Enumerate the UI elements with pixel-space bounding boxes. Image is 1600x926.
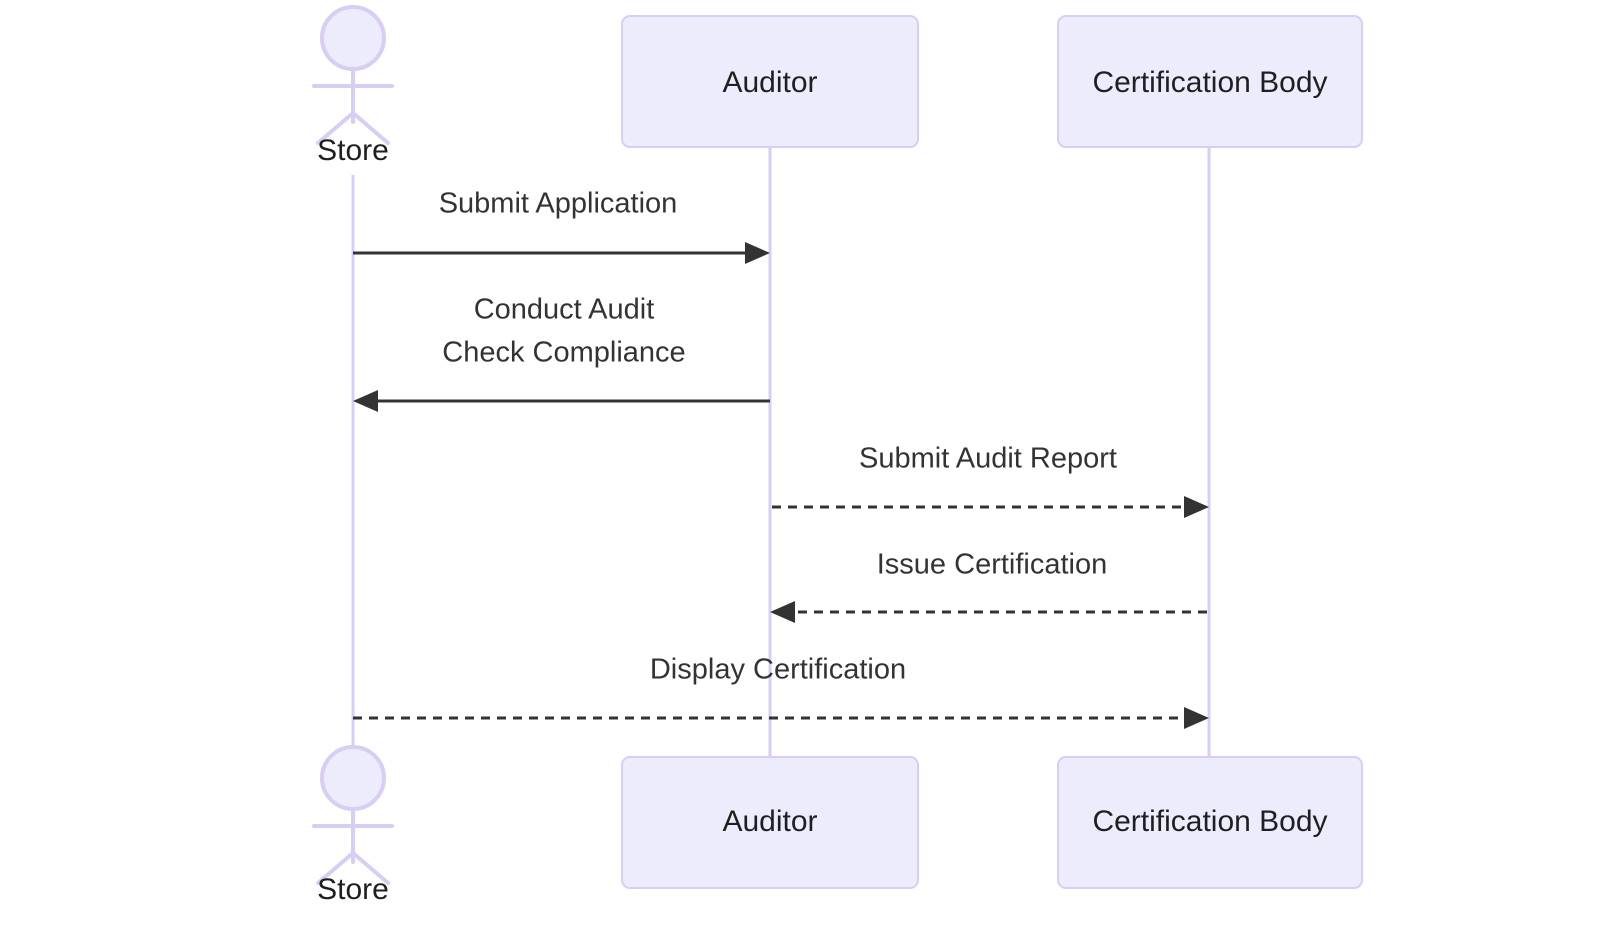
- message-label-conduct-audit-line2: Check Compliance: [442, 337, 685, 369]
- message-arrowhead-submit-audit-report: [1184, 496, 1209, 518]
- message-label-issue-certification: Issue Certification: [877, 549, 1108, 581]
- participant-certification-body-top[interactable]: Certification Body: [1057, 15, 1363, 148]
- actor-head-icon: [320, 5, 386, 71]
- participant-auditor-bottom[interactable]: Auditor: [621, 756, 919, 889]
- participant-box-certification-body-bottom: [1057, 756, 1363, 889]
- message-arrowhead-display-certification: [1184, 707, 1209, 729]
- actor-legs-icon-bottom: [316, 851, 390, 885]
- actor-head-icon-bottom: [320, 745, 386, 811]
- message-arrowhead-issue-certification: [770, 601, 795, 623]
- message-conduct-audit[interactable]: Conduct Audit Check Compliance: [353, 294, 770, 412]
- participant-box-certification-body-top: [1057, 15, 1363, 148]
- participant-store-top[interactable]: Store: [312, 5, 394, 167]
- lifelines-group: [351, 147, 1211, 757]
- participant-box-auditor-top: [621, 15, 919, 148]
- message-label-submit-application: Submit Application: [439, 188, 678, 220]
- participant-box-auditor-bottom: [621, 756, 919, 889]
- participant-label-auditor-top: Auditor: [722, 66, 817, 99]
- participant-certification-body-bottom[interactable]: Certification Body: [1057, 756, 1363, 889]
- participant-label-store-bottom: Store: [317, 873, 389, 906]
- message-label-conduct-audit-line1: Conduct Audit: [474, 294, 655, 326]
- participant-store-bottom[interactable]: Store: [312, 745, 394, 906]
- message-arrowhead-conduct-audit: [353, 390, 378, 412]
- message-label-submit-audit-report: Submit Audit Report: [859, 443, 1117, 475]
- message-label-display-certification: Display Certification: [650, 654, 906, 686]
- message-issue-certification[interactable]: Issue Certification: [770, 549, 1207, 623]
- participant-label-store-top: Store: [317, 134, 389, 167]
- message-display-certification[interactable]: Display Certification: [353, 654, 1209, 729]
- actor-legs-icon: [316, 111, 390, 145]
- message-submit-audit-report[interactable]: Submit Audit Report: [772, 443, 1209, 518]
- message-submit-application[interactable]: Submit Application: [353, 188, 770, 264]
- participant-label-certification-body-top: Certification Body: [1092, 66, 1327, 99]
- message-arrowhead-submit-application: [745, 242, 770, 264]
- participant-auditor-top[interactable]: Auditor: [621, 15, 919, 148]
- participant-label-auditor-bottom: Auditor: [722, 805, 817, 838]
- participant-label-certification-body-bottom: Certification Body: [1092, 805, 1327, 838]
